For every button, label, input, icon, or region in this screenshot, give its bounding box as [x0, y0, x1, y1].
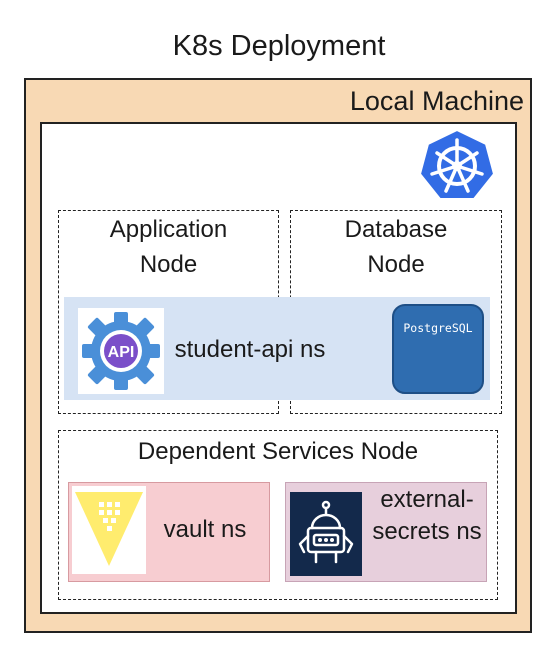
postgresql-icon-text: PostgreSQL [403, 321, 472, 335]
postgresql-icon: PostgreSQL [392, 304, 484, 394]
dependent-services-node-box [58, 430, 498, 600]
student-api-namespace-label: student-api ns [174, 336, 326, 363]
database-node-label: Database Node [290, 212, 502, 282]
kubernetes-icon [418, 128, 496, 202]
api-icon-text: API [108, 344, 135, 361]
api-gear-icon: API [78, 308, 164, 394]
diagram-title: K8s Deployment [172, 30, 386, 62]
robot-icon [290, 492, 362, 576]
database-node-label-text: Database Node [344, 216, 448, 278]
external-secrets-namespace-label: external-secrets ns [372, 486, 482, 545]
vault-namespace-label: vault ns [163, 516, 247, 543]
local-machine-label: Local Machine [349, 86, 524, 116]
application-node-label: Application Node [58, 212, 279, 282]
dependent-services-node-label: Dependent Services Node [137, 438, 419, 465]
vault-triangle-icon [72, 486, 146, 574]
application-node-label-text: Application Node [109, 216, 228, 278]
